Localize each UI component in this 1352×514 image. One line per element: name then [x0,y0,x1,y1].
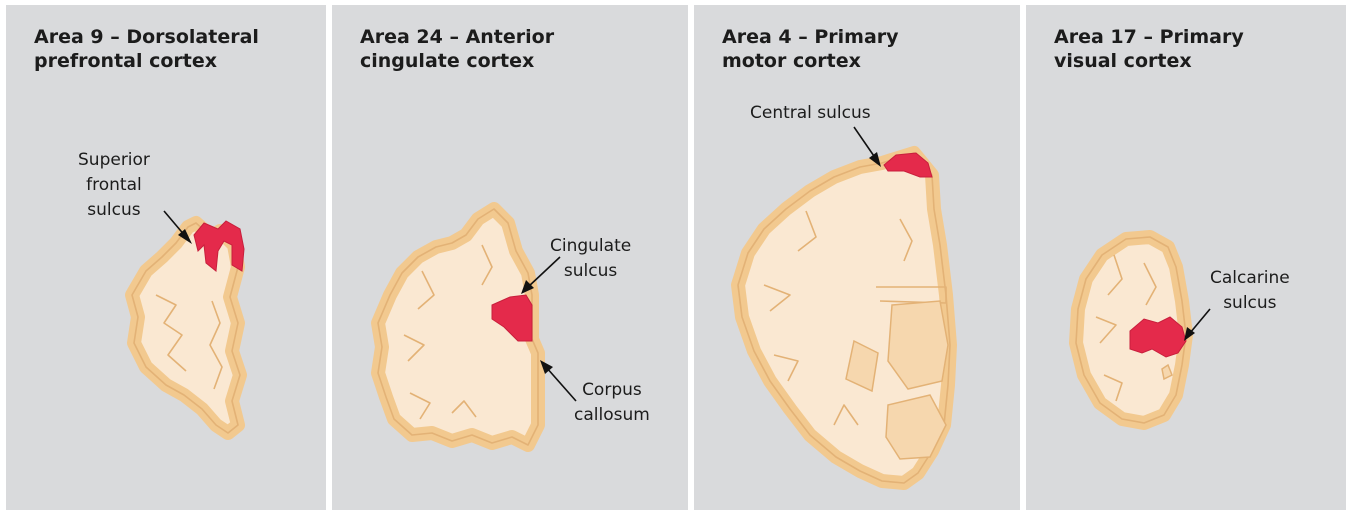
motor-cortex-section-illustration [694,5,1020,510]
visual-cortex-section-illustration [1026,5,1346,510]
calcarine-sulcus-label: Calcarine sulcus [1210,266,1290,316]
panel-area-24: Area 24 – Anterior cingulate cortex Cing… [332,5,688,510]
prefrontal-section-illustration [6,5,326,510]
cingulate-section-illustration [332,5,688,510]
panel-area-17: Area 17 – Primary visual cortex Calcarin… [1026,5,1346,510]
central-sulcus-label: Central sulcus [750,101,871,126]
cingulate-sulcus-label: Cingulate sulcus [550,234,631,284]
corpus-callosum-label: Corpus callosum [574,378,650,428]
superior-frontal-sulcus-label: Superior frontal sulcus [78,148,150,223]
panel-area-4: Area 4 – Primary motor cortex Central su… [694,5,1020,510]
panel-area-9: Area 9 – Dorsolateral prefrontal cortex … [6,5,326,510]
